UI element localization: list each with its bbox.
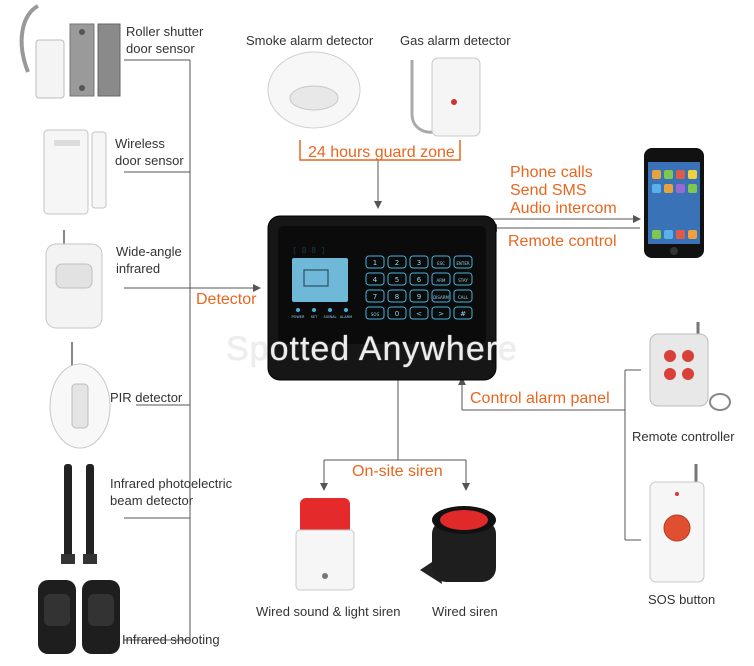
panel-key-label: CALL	[458, 295, 469, 300]
phone-calls-label: Phone calls	[510, 164, 593, 181]
phone-image	[644, 148, 704, 258]
wired-siren-label: Wired siren	[432, 604, 498, 619]
panel-key	[387, 255, 407, 269]
wide-angle-label-2: infrared	[116, 261, 161, 276]
sos-button-image	[649, 464, 705, 583]
panel-key	[453, 255, 473, 269]
panel-key	[365, 306, 385, 320]
panel-key-label: 4	[373, 276, 378, 284]
panel-key	[453, 272, 473, 286]
panel-key-label: #	[460, 310, 466, 318]
audio-intercom-label: Audio intercom	[510, 200, 617, 217]
panel-key	[365, 272, 385, 286]
panel-screen-text: [ 8 8 ]	[292, 246, 326, 255]
panel-key	[453, 289, 473, 303]
alarm-panel-image: 1 2 3 ESC ENTER 4 5 6 ARM STAY 7 8 9 DISARM CALL SOS 0 < >…	[267, 215, 497, 381]
panel-indicator-label: POWER	[292, 315, 306, 319]
panel-indicator-light	[344, 308, 348, 312]
panel-indicator-light	[312, 308, 316, 312]
panel-key-label: 8	[395, 293, 399, 301]
panel-key	[431, 289, 451, 303]
panel-key	[431, 255, 451, 269]
detector-label: Detector	[196, 291, 257, 308]
wireless-door-label-2: door sensor	[115, 153, 184, 168]
smoke-detector-image	[267, 51, 361, 129]
panel-key-label: 9	[417, 293, 421, 301]
infrared-shooting-image	[38, 580, 120, 654]
pir-label: PIR detector	[110, 390, 183, 405]
pir-detector-image	[49, 342, 111, 449]
wide-angle-label-1: Wide-angle	[116, 244, 182, 259]
panel-key	[453, 306, 473, 320]
panel-key	[431, 272, 451, 286]
gas-detector-image	[410, 57, 481, 137]
panel-key	[387, 306, 407, 320]
wide-angle-infrared-image	[45, 230, 103, 329]
beam-detector-image	[61, 464, 97, 564]
panel-key	[365, 289, 385, 303]
panel-key-label: <	[416, 310, 422, 318]
beam-label-2: beam detector	[110, 493, 194, 508]
panel-indicator-label: SIGNAL	[324, 315, 337, 319]
roller-shutter-label-2: door sensor	[126, 41, 195, 56]
panel-key-label: 6	[417, 276, 422, 284]
panel-key-label: ARM	[437, 278, 447, 283]
watermark: Spotted Anywhere	[226, 330, 518, 368]
gas-label: Gas alarm detector	[400, 33, 511, 48]
panel-key	[387, 289, 407, 303]
panel-key	[365, 255, 385, 269]
panel-key-label: 1	[373, 259, 377, 267]
panel-key-label: SOS	[371, 312, 380, 317]
light-siren-label: Wired sound & light siren	[256, 604, 401, 619]
send-sms-label: Send SMS	[510, 182, 587, 199]
panel-key	[409, 289, 429, 303]
roller-shutter-sensor-image	[19, 4, 121, 99]
panel-indicator-label: ALARM	[340, 315, 352, 319]
panel-key	[409, 272, 429, 286]
panel-key	[387, 272, 407, 286]
wireless-door-sensor-image	[43, 129, 107, 215]
panel-key-label: 5	[395, 276, 399, 284]
wireless-door-label-1: Wireless	[115, 136, 165, 151]
panel-key-label: STAY	[458, 278, 468, 283]
panel-key-label: 7	[373, 293, 377, 301]
guard-zone-label: 24 hours guard zone	[308, 144, 455, 161]
panel-key-label: 3	[417, 259, 421, 267]
panel-key-label: ESC	[437, 261, 445, 266]
panel-indicator-label: SET	[311, 315, 318, 319]
panel-key-label: >	[438, 310, 444, 318]
panel-indicator-light	[296, 308, 300, 312]
smoke-label: Smoke alarm detector	[246, 33, 374, 48]
remote-controller-image	[649, 322, 731, 411]
panel-key-label: 0	[395, 310, 399, 318]
light-siren-image	[295, 498, 355, 591]
on-site-siren-label: On-site siren	[352, 463, 443, 480]
roller-shutter-label-1: Roller shutter	[126, 24, 204, 39]
panel-key	[409, 255, 429, 269]
panel-key-label: 2	[395, 259, 399, 267]
panel-key	[431, 306, 451, 320]
infrared-shooting-label: Infrared shooting	[122, 632, 220, 647]
panel-indicator-light	[328, 308, 332, 312]
remote-controller-label: Remote controller	[632, 429, 735, 444]
beam-label-1: Infrared photoelectric	[110, 476, 233, 491]
control-panel-label: Control alarm panel	[470, 390, 610, 407]
wired-siren-image	[420, 506, 496, 584]
panel-key	[409, 306, 429, 320]
sos-button-label: SOS button	[648, 592, 716, 607]
panel-key-label: DISARM	[433, 295, 449, 300]
remote-control-label: Remote control	[508, 233, 617, 250]
panel-key-label: ENTER	[456, 261, 469, 266]
